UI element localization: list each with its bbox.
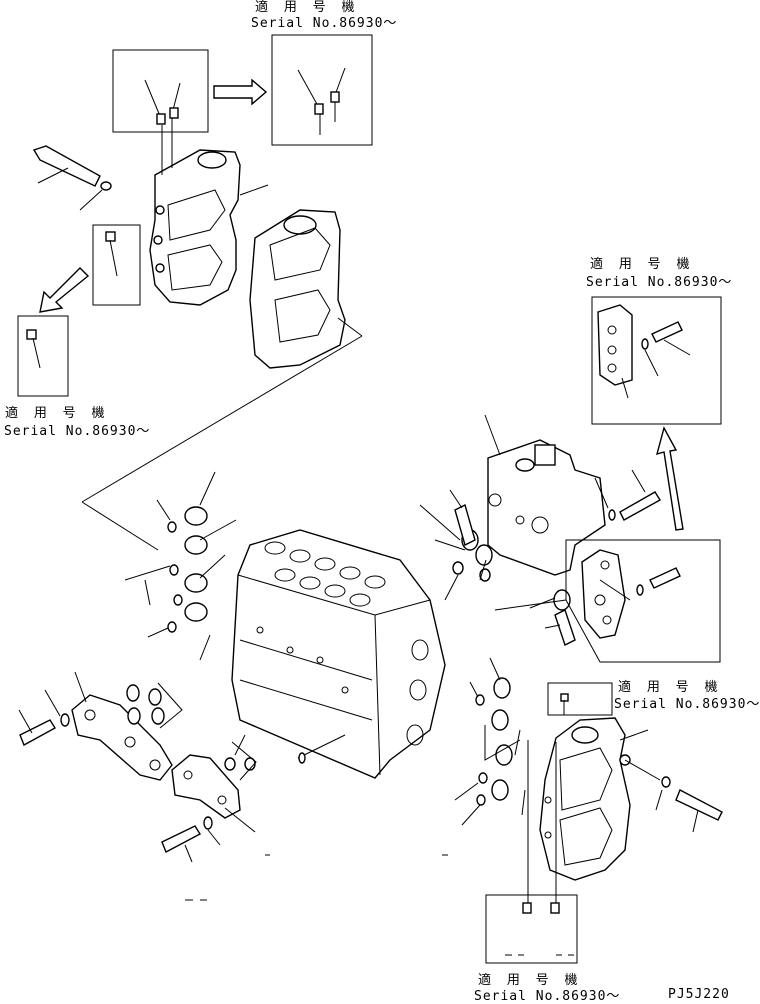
- valve-section-right-lower: [454, 657, 723, 905]
- valve-section-right-upper: [419, 414, 661, 646]
- detail-box-top-left: [112, 49, 209, 133]
- main-valve-block: [231, 529, 446, 779]
- applicable-note-right-mid: 適 用 号 機: [618, 680, 722, 695]
- detail-box-left: [92, 224, 141, 306]
- detail-box-left-note: [17, 315, 69, 397]
- detail-box-right-upper: [591, 296, 722, 425]
- applicable-note-top: 適 用 号 機: [255, 0, 359, 15]
- serial-note-top: Serial No.86930～: [251, 16, 398, 31]
- arrow-down-left-icon: [39, 267, 90, 313]
- leader-line: [81, 335, 363, 503]
- valve-section-top: [149, 118, 269, 306]
- serial-note-left: Serial No.86930～: [4, 424, 151, 439]
- applicable-note-right-upper: 適 用 号 機: [590, 257, 694, 272]
- o-rings-left: [124, 471, 237, 661]
- cover-bottom-center: [161, 734, 257, 901]
- arrow-up-icon: [656, 426, 684, 531]
- drawing-code: PJ5J220: [668, 987, 730, 1002]
- cover-bottom-left: [18, 671, 183, 781]
- detail-box-right-mid: [494, 539, 721, 663]
- detail-box-top-center: [271, 34, 373, 146]
- long-bolt: [32, 145, 112, 211]
- serial-note-right-upper: Serial No.86930～: [586, 275, 733, 290]
- applicable-note-bottom: 適 用 号 機: [478, 973, 582, 988]
- serial-note-bottom: Serial No.86930～: [474, 989, 621, 1004]
- detail-box-bottom: [265, 854, 578, 964]
- applicable-note-left: 適 用 号 機: [5, 406, 109, 421]
- valve-section-second: [249, 209, 363, 369]
- arrow-right-icon: [213, 78, 268, 106]
- leader-line: [81, 501, 159, 551]
- serial-note-right-mid: Serial No.86930～: [614, 697, 760, 712]
